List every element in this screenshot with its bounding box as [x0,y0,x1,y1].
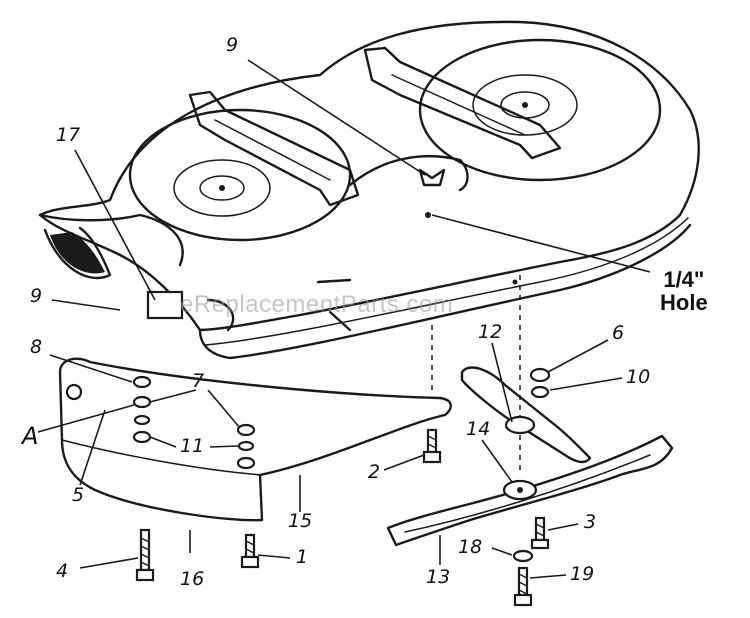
lower-blade [386,434,674,547]
callout-11: 11 [180,435,205,457]
bolt [530,516,550,550]
deck-housing [38,20,700,360]
callout-18: 18 [458,536,483,558]
bolt [513,566,533,607]
watermark-text: eReplacementParts.com [180,291,454,318]
callout-15: 15 [288,510,313,532]
callout-6: 6 [612,322,625,344]
hole-size-label: Hole [660,290,708,316]
callout-14: 14 [466,418,491,440]
callout-13: 13 [426,566,451,588]
bolt [422,428,442,464]
callout-5: 5 [72,484,85,506]
callout-9: 9 [226,34,239,56]
bolt [135,528,155,582]
hole-size-note: 1/4" Hole [660,268,708,314]
callout-8: 8 [30,336,43,358]
callout-7: 7 [192,370,205,392]
callout-3: 3 [584,511,597,533]
callout-9: 9 [30,285,43,307]
leader-lines [37,59,651,579]
callout-1: 1 [296,546,309,568]
baffle-plate [58,357,452,522]
callout-a: A [22,422,39,450]
hole-size-value: 1/4" [663,267,705,292]
upper-blade [460,366,592,464]
callout-4: 4 [56,560,69,582]
callout-10: 10 [626,366,651,388]
callout-16: 16 [180,568,205,590]
callout-12: 12 [478,321,503,343]
bolt [240,533,260,569]
callout-19: 19 [570,563,595,585]
callout-2: 2 [368,461,381,483]
callout-17: 17 [56,124,81,146]
